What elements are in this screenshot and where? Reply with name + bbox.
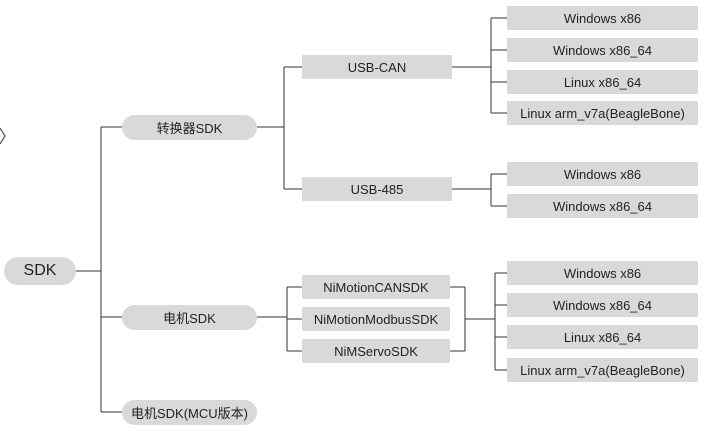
platform-node: Windows x86_64: [507, 293, 698, 317]
platform-node: Linux x86_64: [507, 70, 698, 94]
platform-node: Windows x86: [507, 162, 698, 186]
platform-node: Linux arm_v7a(BeagleBone): [507, 101, 698, 125]
platform-node: Linux x86_64: [507, 325, 698, 349]
nimotion-can-sdk-node: NiMotionCANSDK: [302, 275, 450, 299]
branch-motor-sdk-mcu: 电机SDK(MCU版本): [122, 400, 257, 425]
branch-motor-sdk: 电机SDK: [122, 305, 257, 330]
platform-node: Windows x86: [507, 6, 698, 30]
usb-can-node: USB-CAN: [302, 55, 452, 79]
platform-node: Windows x86: [507, 261, 698, 285]
platform-node: Linux arm_v7a(BeagleBone): [507, 358, 698, 382]
usb-485-node: USB-485: [302, 177, 452, 201]
branch-converter-sdk: 转换器SDK: [122, 115, 257, 140]
platform-node: Windows x86_64: [507, 194, 698, 218]
nimotion-modbus-sdk-node: NiMotionModbusSDK: [302, 307, 450, 331]
root-node-sdk: SDK: [4, 257, 76, 285]
platform-node: Windows x86_64: [507, 38, 698, 62]
nimservo-sdk-node: NiMServoSDK: [302, 339, 450, 363]
